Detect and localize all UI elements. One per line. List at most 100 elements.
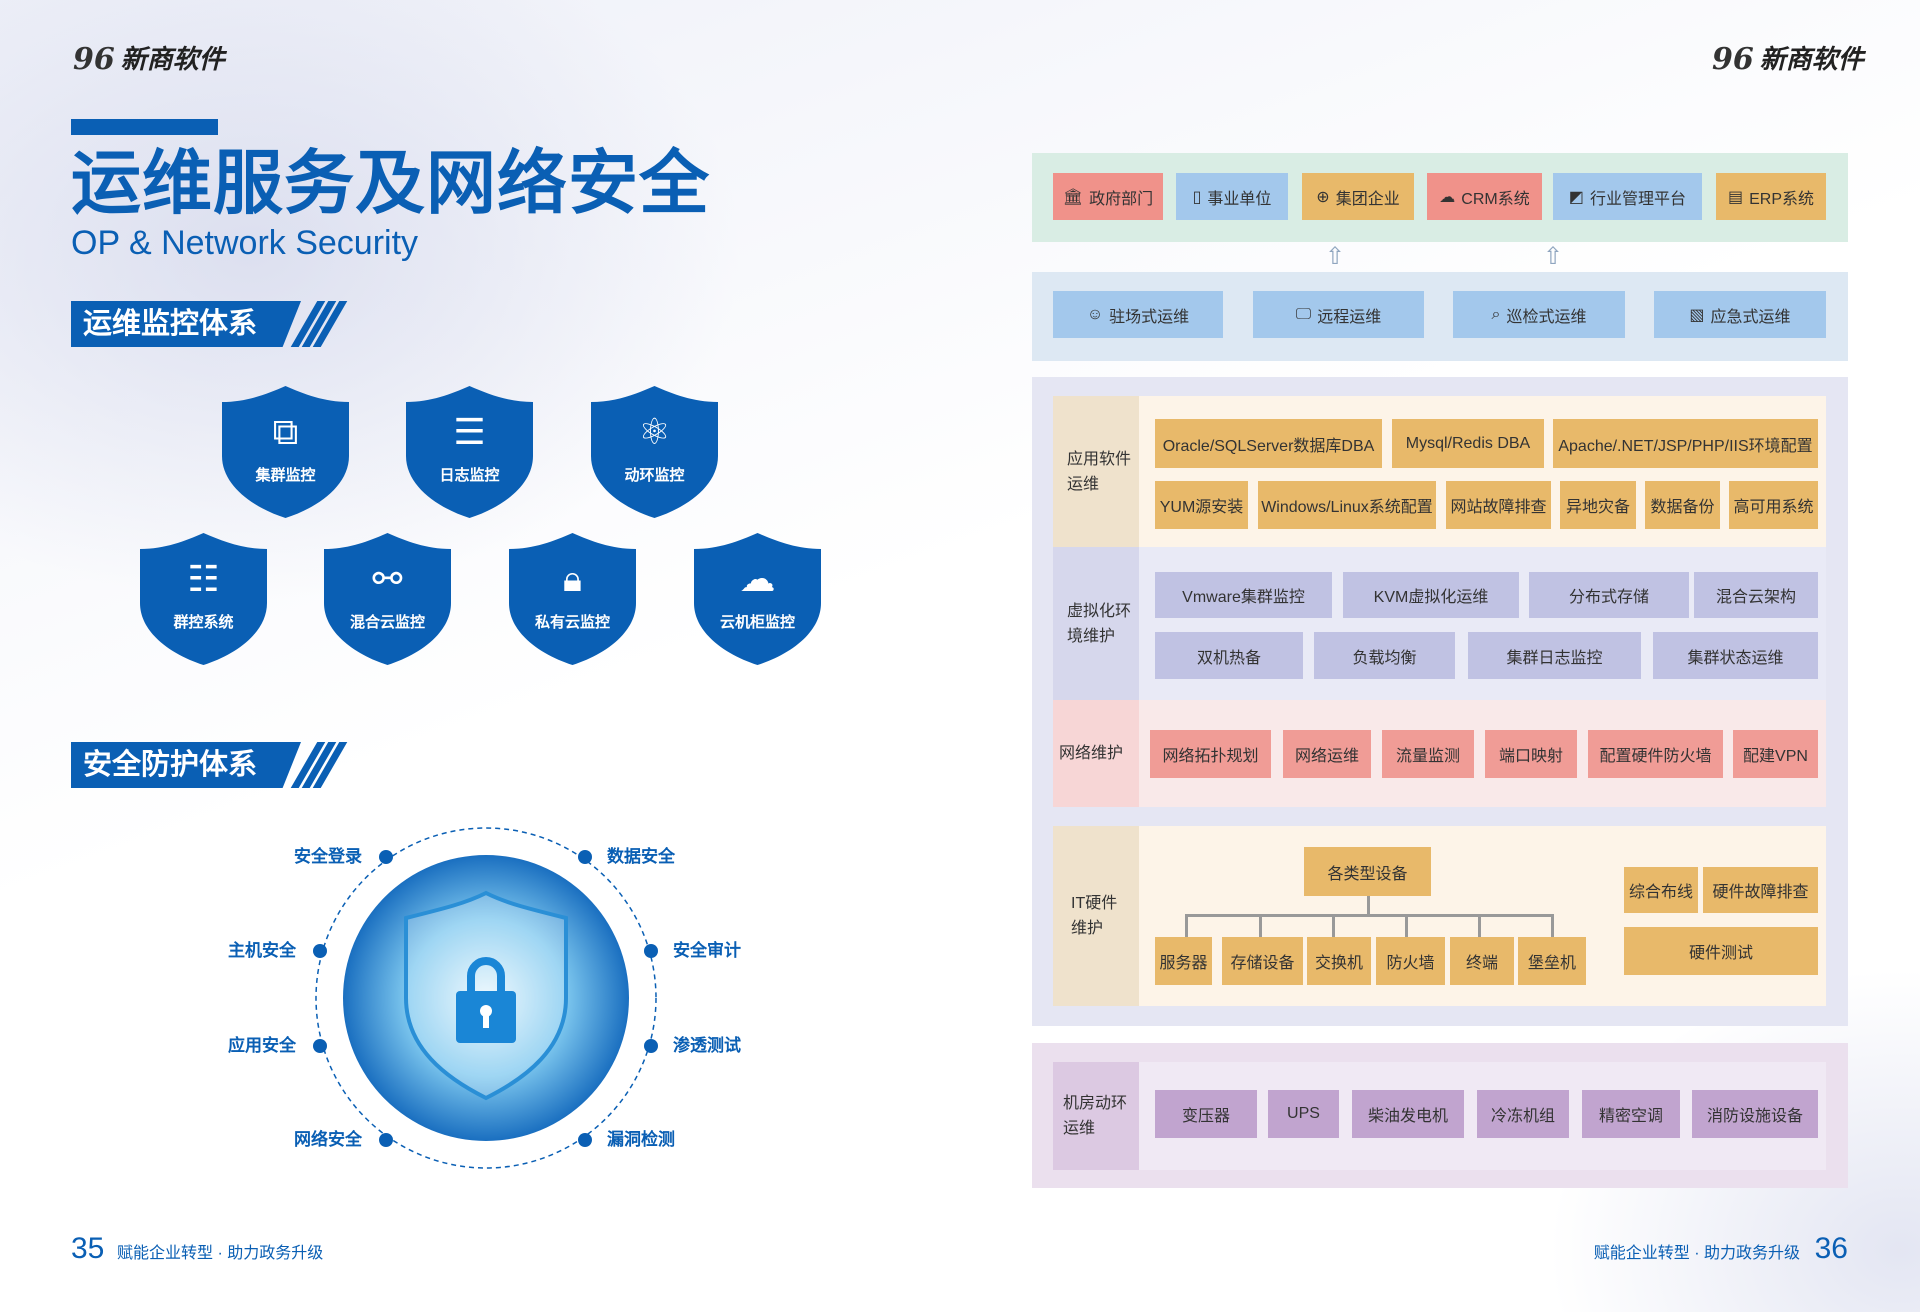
inspect-icon: ⌕: [1491, 305, 1501, 323]
tree-connector: [1185, 914, 1188, 937]
crm-cloud-icon: ☁: [1439, 188, 1456, 206]
cloud-network-icon: ☁: [739, 558, 776, 599]
section-title: 运维监控体系: [71, 301, 301, 347]
shield-label: 群控系统: [173, 614, 234, 631]
footer-slogan: 赋能企业转型 · 助力政务升级: [1593, 1245, 1800, 1262]
mode-label: 驻场式运维: [1109, 308, 1190, 326]
app-item: YUM源安装: [1155, 481, 1248, 529]
remote-desktop-icon: 🖵︎: [1295, 305, 1312, 323]
mode-box: ☺ 驻场式运维: [1053, 291, 1223, 338]
virt-item: 双机热备: [1155, 632, 1303, 679]
dot: [379, 1133, 393, 1147]
monitor-shield-log: ☰ 日志监控: [406, 386, 533, 518]
shield-label: 动环监控: [624, 467, 685, 484]
chart-icon: ◩: [1568, 188, 1585, 206]
shield-label: 私有云监控: [534, 614, 610, 631]
page-subtitle: OP & Network Security: [71, 224, 419, 262]
shield-label: 云机柜监控: [719, 614, 795, 631]
device-item: 存储设备: [1222, 937, 1303, 985]
security-item: 应用安全: [228, 1036, 296, 1055]
app-item: Apache/.NET/JSP/PHP/IIS环境配置: [1553, 419, 1818, 468]
footer-slogan: 赋能企业转型 · 助力政务升级: [117, 1245, 324, 1262]
virt-item: 混合云架构: [1694, 572, 1818, 618]
dashed-ring: [315, 827, 657, 1169]
room-item: 精密空调: [1582, 1090, 1680, 1138]
section-title: 安全防护体系: [71, 742, 301, 788]
tree-connector: [1551, 914, 1554, 937]
client-label: 政府部门: [1089, 190, 1154, 208]
device-item: 堡垒机: [1518, 937, 1586, 985]
monitor-shield-hybrid-cloud: ⚯ 混合云监控: [324, 533, 451, 665]
padlock-icon: [456, 957, 516, 1043]
security-item: 安全登录: [294, 847, 362, 866]
room-item: 消防设施设备: [1692, 1090, 1818, 1138]
device-root: 各类型设备: [1304, 847, 1431, 896]
virt-item: 集群状态运维: [1653, 632, 1818, 679]
app-item: 异地灾备: [1560, 481, 1636, 529]
nodes-icon: ⚯: [372, 558, 403, 599]
app-item: Mysql/Redis DBA: [1392, 419, 1544, 468]
client-label: CRM系统: [1461, 190, 1530, 208]
globe-icon: ⊕: [1316, 188, 1330, 206]
monitor-shield-group-control: ☷ 群控系统: [140, 533, 267, 665]
logo-mark: 96: [1712, 42, 1754, 77]
client-label: 集团企业: [1335, 190, 1400, 208]
page-number: 35: [71, 1232, 105, 1265]
document-icon: ☰: [453, 411, 486, 452]
security-item: 主机安全: [228, 941, 296, 960]
block-label: 应用软件运维: [1053, 396, 1139, 547]
security-diagram: [315, 827, 657, 1169]
bank-icon: 🏛︎: [1062, 188, 1084, 206]
tree-connector: [1405, 914, 1408, 937]
logo-text: 新商软件: [1759, 45, 1864, 75]
tree-connector: [1367, 896, 1370, 915]
logo-mark: 96: [73, 42, 115, 77]
room-item: 冷冻机组: [1477, 1090, 1569, 1138]
monitor-shield-cluster: ⧉ 集群监控: [222, 386, 349, 518]
sliders-icon: ☷: [187, 558, 220, 599]
client-box: ◩行业管理平台: [1553, 173, 1702, 220]
security-item: 渗透测试: [673, 1036, 741, 1055]
client-box: ▯ 事业单位: [1176, 173, 1288, 220]
shield-label: 日志监控: [439, 467, 500, 484]
app-item: 数据备份: [1645, 481, 1720, 529]
hardware-service-item: 综合布线: [1624, 867, 1698, 913]
arrow-up-icon: ⇧: [1325, 243, 1346, 270]
tree-connector: [1185, 914, 1553, 917]
atom-icon: ⚛: [638, 411, 671, 452]
mode-label: 应急式运维: [1710, 308, 1791, 326]
device-item: 交换机: [1307, 937, 1371, 985]
device-item: 防火墙: [1376, 937, 1445, 985]
device-item: 服务器: [1155, 937, 1212, 985]
tree-connector: [1332, 914, 1335, 937]
mode-label: 巡检式运维: [1506, 308, 1587, 326]
title-accent-bar: [71, 119, 218, 135]
app-item: Oracle/SQLServer数据库DBA: [1155, 419, 1382, 468]
dot: [313, 944, 327, 958]
network-item: 端口映射: [1485, 730, 1577, 778]
block-label: 网络维护: [1053, 700, 1139, 807]
security-item: 漏洞检测: [607, 1130, 675, 1149]
room-item: 变压器: [1155, 1090, 1257, 1138]
logo: 96 新商软件: [1712, 40, 1864, 80]
network-item: 网络运维: [1283, 730, 1371, 778]
virt-item: 集群日志监控: [1468, 632, 1641, 679]
mode-label: 远程运维: [1317, 308, 1382, 326]
dot: [578, 850, 592, 864]
block-label: 机房动环运维: [1053, 1062, 1139, 1170]
room-item: 柴油发电机: [1352, 1090, 1464, 1138]
building-icon: ▯: [1192, 188, 1202, 206]
dot: [644, 1039, 658, 1053]
monitor-shield-cloud-cabinet: ☁ 云机柜监控: [694, 533, 821, 665]
network-item: 配建VPN: [1733, 730, 1818, 778]
sitemap-icon: ⧉: [272, 411, 299, 452]
virt-item: 负载均衡: [1314, 632, 1455, 679]
user-icon: ☺: [1086, 305, 1104, 323]
client-label: 事业单位: [1207, 190, 1272, 208]
dot: [313, 1039, 327, 1053]
monitor-shield-env: ⚛ 动环监控: [591, 386, 718, 518]
hardware-service-item: 硬件测试: [1624, 927, 1818, 975]
virt-item: Vmware集群监控: [1155, 572, 1332, 618]
mode-box: 🖵︎ 远程运维: [1253, 291, 1424, 338]
monitor-shield-private-cloud: 🔒︎ 私有云监控: [509, 533, 636, 665]
